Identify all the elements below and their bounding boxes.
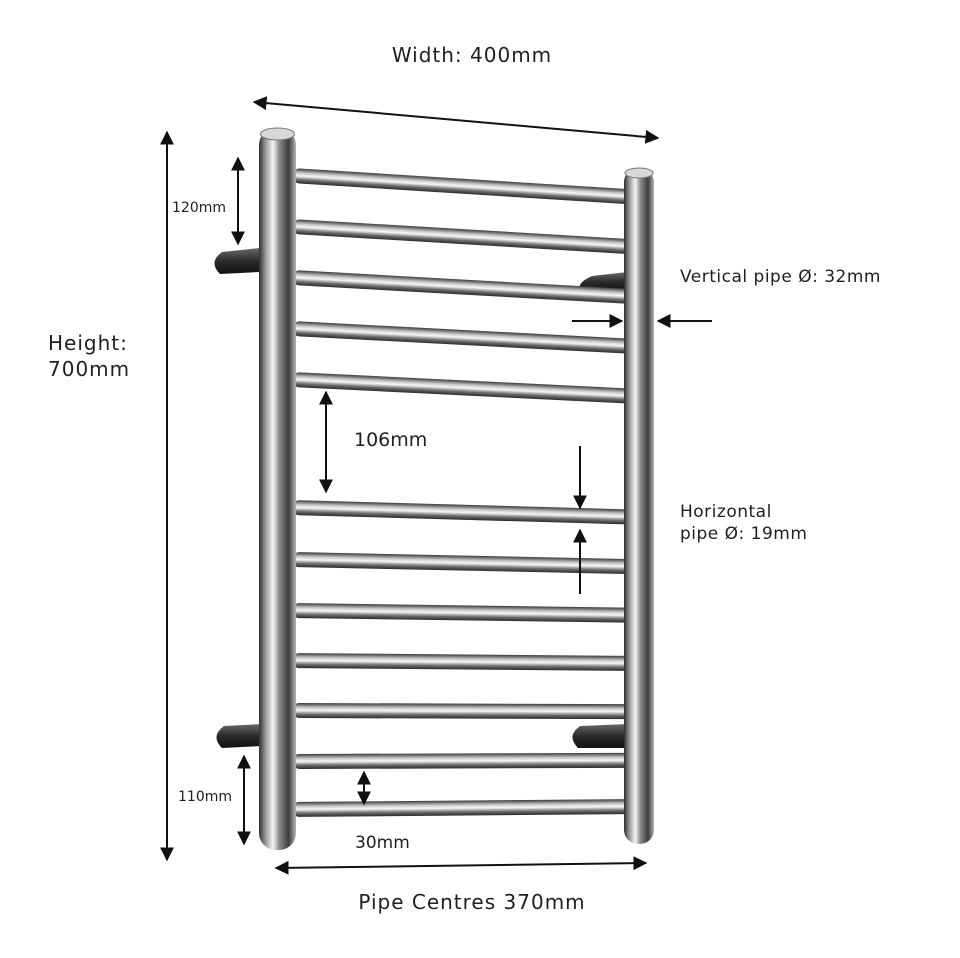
height-label-line2: 700mm: [48, 357, 130, 381]
dimension-arrows: [160, 96, 712, 875]
vertical-pipes: [259, 127, 654, 850]
rail-6: [291, 500, 634, 525]
rail-8: [291, 603, 634, 623]
rail-2: [291, 219, 634, 254]
top-gap-label: 120mm: [172, 200, 226, 216]
rail-12: [292, 799, 634, 817]
bracket-bottom-right: [572, 724, 628, 748]
pipe-centres-arrow: [274, 856, 648, 875]
width-label: Width: 400mm: [392, 43, 552, 67]
horizontal-pipe-label-line1: Horizontal: [680, 502, 772, 522]
rail-4: [291, 321, 634, 354]
rail-7: [291, 552, 634, 575]
rail-3: [291, 270, 634, 304]
rail-spacing-label: 30mm: [355, 833, 410, 853]
rail-11: [292, 752, 634, 769]
vertical-pipe-label: Vertical pipe Ø: 32mm: [680, 267, 881, 287]
dimension-labels: Width: 400mm Height: 700mm 120mm 110mm 1…: [48, 43, 881, 914]
left-vertical-pipe: [259, 128, 296, 850]
rail-1: [291, 168, 634, 205]
bar-gap-label: 106mm: [354, 429, 427, 451]
rail-5: [291, 372, 634, 404]
rail-9: [291, 653, 634, 671]
right-vertical-pipe: [624, 168, 654, 844]
horizontal-pipe-label-line2: pipe Ø: 19mm: [680, 524, 807, 544]
height-label-line1: Height:: [48, 331, 128, 355]
bracket-bottom-left: [216, 724, 262, 748]
bottom-gap-label: 110mm: [178, 789, 232, 805]
horizontal-rails: [291, 168, 634, 817]
bracket-top-left: [214, 248, 260, 274]
pipe-centres-label: Pipe Centres 370mm: [358, 890, 585, 914]
width-arrow: [252, 96, 660, 144]
rail-10: [291, 703, 634, 720]
